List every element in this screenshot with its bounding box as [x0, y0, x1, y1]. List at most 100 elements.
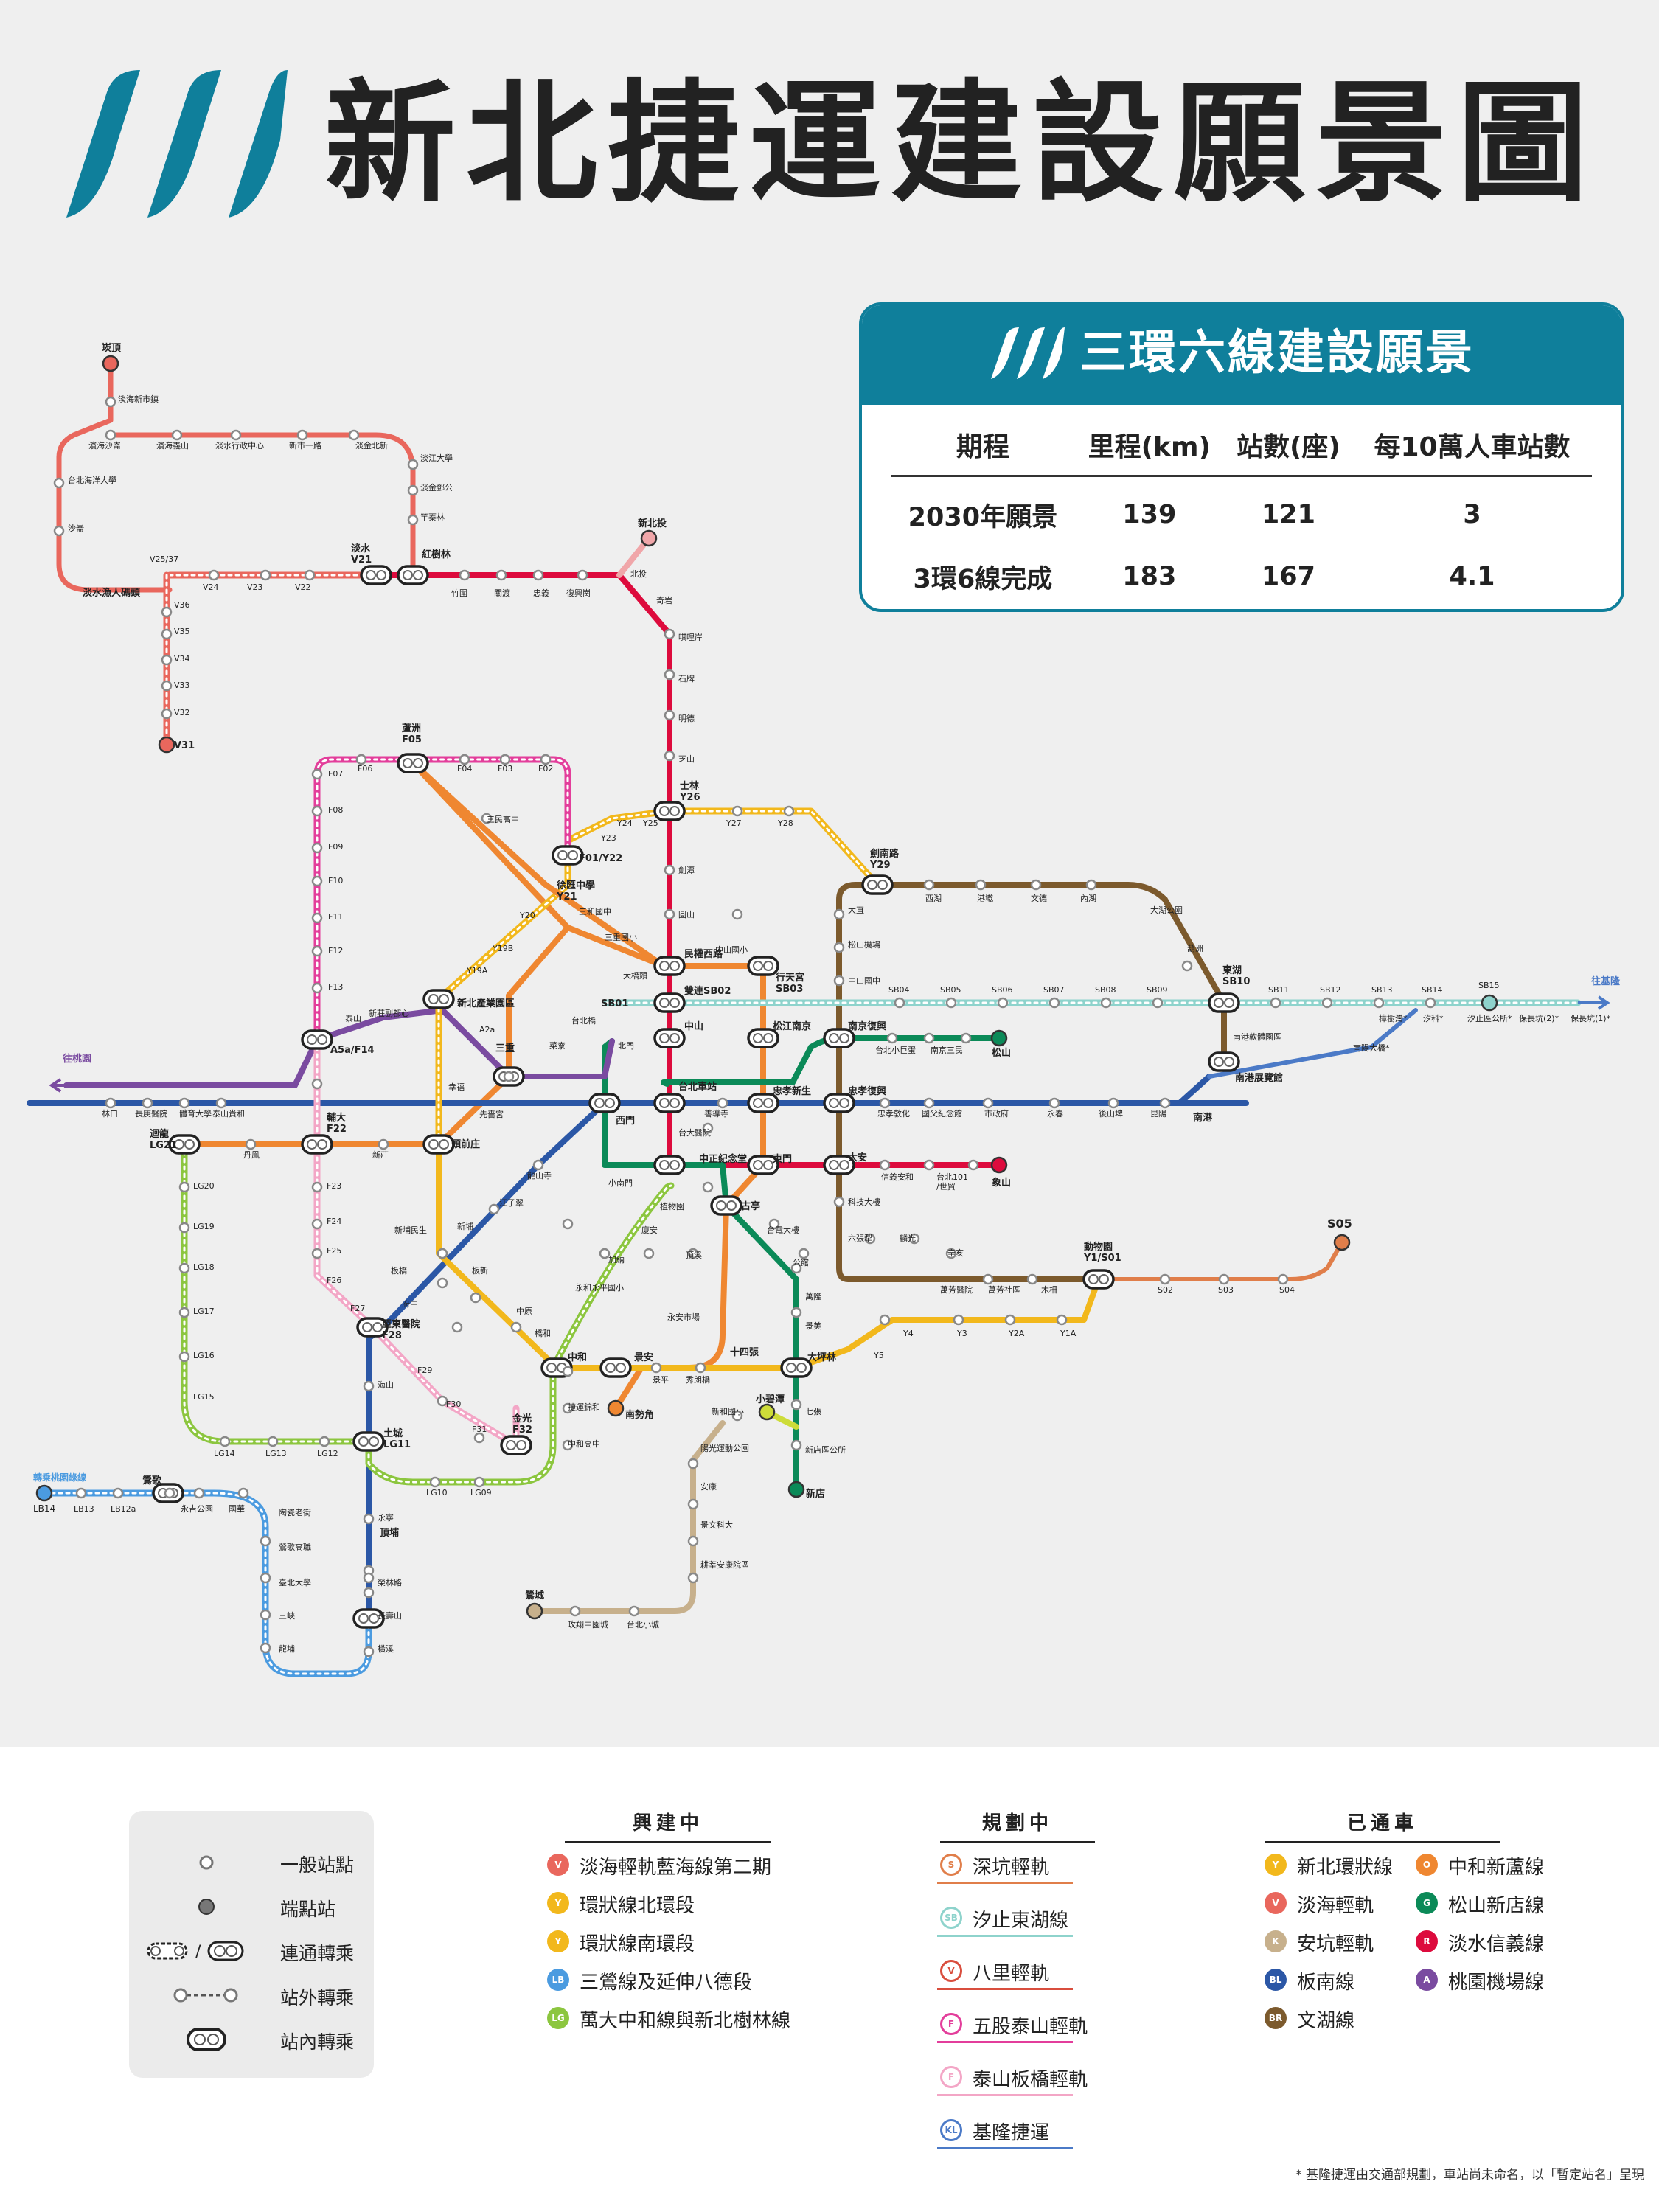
- stats-cell: 139: [1122, 500, 1177, 529]
- station-label: 忠義: [533, 588, 549, 598]
- station-label: 林口: [102, 1108, 118, 1119]
- station-node: [53, 525, 65, 537]
- transfer-dot: [829, 1160, 839, 1170]
- station-node: [997, 997, 1009, 1009]
- station-label: F29: [417, 1366, 432, 1375]
- station-node: [230, 429, 242, 441]
- station-label: LG19: [193, 1222, 215, 1231]
- station-label: 龍山寺: [527, 1170, 552, 1180]
- station-label-major: LG11: [383, 1439, 411, 1450]
- station-label: SB06: [992, 985, 1013, 995]
- station-node: [960, 1032, 972, 1044]
- line-underline: [937, 1988, 1073, 1990]
- line-badge-icon: R: [1416, 1930, 1438, 1952]
- station-node: [650, 1362, 662, 1374]
- transfer-dot: [796, 1363, 807, 1373]
- station-label-major: 東湖: [1222, 964, 1242, 976]
- sanying-line: [41, 1489, 372, 1677]
- transfer-dot: [546, 1363, 557, 1373]
- station-label: 竿蓁林: [420, 512, 445, 522]
- stats-col-header: 期程: [891, 414, 1074, 477]
- line-legend-label: 五股泰山輕軌: [973, 2016, 1088, 2038]
- station-label: 永安市場: [667, 1312, 700, 1322]
- line-legend-label: 環狀線南環段: [580, 1933, 695, 1955]
- station-node: [790, 1262, 802, 1274]
- station-label: LG15: [193, 1392, 215, 1402]
- line-badge-icon: SB: [940, 1907, 962, 1929]
- station-node: [510, 1321, 522, 1333]
- station-label: 幸福: [448, 1082, 465, 1092]
- station-label-major: 迴龍: [149, 1128, 169, 1140]
- station-label: 松山機場: [848, 939, 880, 950]
- station-node: [193, 1487, 205, 1499]
- legend-panel: 一般站點 端點站 / 連通轉乘 站外轉乘: [0, 1747, 1659, 2212]
- station-node: [311, 805, 323, 817]
- line-legend-label: 三鶯線及延伸八德段: [580, 1972, 753, 1994]
- station-label-major: 忠孝新生: [773, 1085, 811, 1097]
- station-label: V36: [174, 600, 190, 610]
- station-node: [1107, 1097, 1119, 1109]
- station-label: 七張: [805, 1407, 821, 1416]
- station-label-major: 南港: [1193, 1112, 1213, 1124]
- station-label: 泰山貴和: [212, 1108, 245, 1119]
- station-label: 芝山: [678, 754, 695, 764]
- line-legend-label: 文湖線: [1297, 2010, 1355, 2032]
- transfer-dot: [763, 1098, 773, 1108]
- station-label: A2a: [479, 1025, 495, 1034]
- station-label: 六張犁: [848, 1233, 872, 1243]
- station-label: SB08: [1095, 985, 1116, 995]
- station-label: Y5: [873, 1351, 884, 1360]
- station-node: [437, 1395, 448, 1407]
- station-label-major: 動物園: [1084, 1241, 1113, 1253]
- station-node: [1277, 1273, 1289, 1285]
- station-node: [532, 1159, 544, 1171]
- station-label: 新埔民生: [394, 1225, 427, 1235]
- station-label: F03: [498, 764, 512, 773]
- transfer-dot: [568, 850, 578, 860]
- station-node: [429, 1476, 441, 1488]
- station-label: 市政府: [984, 1108, 1009, 1119]
- station-label-major: 行天宮: [775, 972, 804, 984]
- shenkeng-line: [1096, 1240, 1344, 1281]
- station-label: 保長坑(1)*: [1571, 1013, 1611, 1023]
- line-badge-icon: V: [1265, 1892, 1287, 1914]
- stats-cell: 3環6線完成: [913, 564, 1053, 594]
- station-label-major: 紅樹林: [422, 549, 451, 560]
- transfer-dot: [594, 1098, 605, 1108]
- station-label: 陽光運動公園: [700, 1443, 749, 1453]
- terminal-v31: [158, 736, 175, 754]
- transfer-dot: [867, 880, 877, 890]
- station-node: [348, 429, 360, 441]
- station-label: F09: [328, 842, 343, 852]
- map-lines: [27, 361, 1610, 1677]
- arrow-taoyuan-icon: [49, 1078, 66, 1093]
- station-label: LG12: [317, 1449, 338, 1458]
- stats-row: 3環6線完成 183 167 4.1: [891, 546, 1592, 608]
- station-label-major: Y29: [869, 860, 891, 871]
- station-label: SB14: [1422, 985, 1443, 995]
- keelung-line: [1207, 1008, 1418, 1079]
- station-label: 南京三民: [931, 1045, 963, 1055]
- map-stations: [35, 355, 1498, 1658]
- station-label: 頂溪: [686, 1251, 702, 1260]
- transfer-dot: [659, 1160, 669, 1170]
- line-badge-icon: BR: [1265, 2007, 1287, 2029]
- station-node: [378, 1138, 389, 1150]
- transfer-dot: [369, 1436, 379, 1447]
- station-label: Y20: [519, 911, 535, 920]
- station-node: [664, 908, 675, 920]
- station-label: F27: [350, 1304, 365, 1313]
- station-node: [540, 754, 552, 765]
- station-node: [260, 1609, 271, 1621]
- station-node: [1270, 997, 1281, 1009]
- line-badge-icon: BL: [1265, 1969, 1287, 1991]
- station-node: [178, 1097, 190, 1109]
- station-label: SB04: [888, 985, 910, 995]
- station-label-major: Y21: [556, 891, 577, 902]
- station-label: V25/37: [150, 554, 178, 564]
- transfer-dot: [669, 1033, 680, 1043]
- station-label-major: S05: [1327, 1217, 1352, 1231]
- station-node: [311, 982, 323, 994]
- circular-north-east: [564, 807, 881, 888]
- stats-cell: 4.1: [1449, 562, 1495, 591]
